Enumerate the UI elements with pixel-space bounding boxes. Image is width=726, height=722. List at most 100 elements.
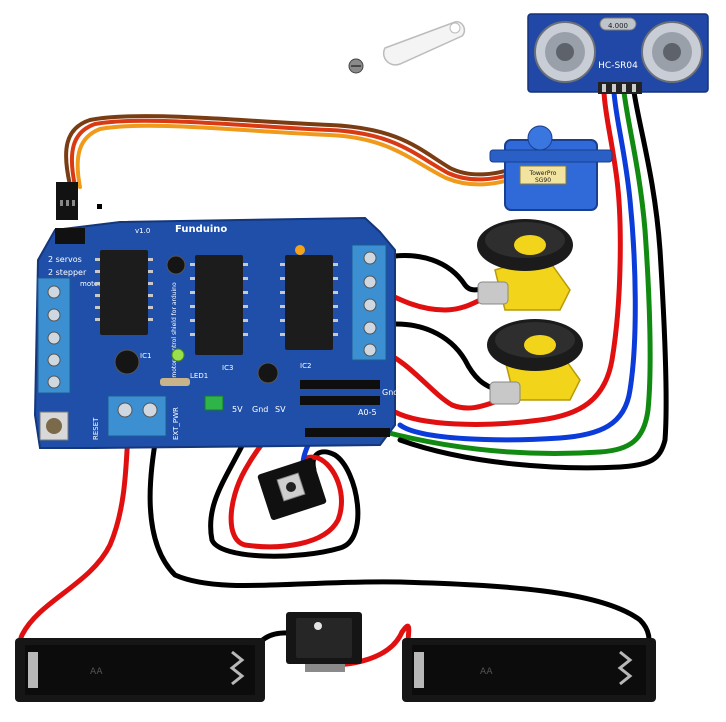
header-row-2 xyxy=(300,396,380,405)
ic-chip-1 xyxy=(100,250,148,335)
servo-mount-tabs xyxy=(489,149,613,163)
ultrasonic-sensor: 4.000 HC-SR04 xyxy=(527,13,709,94)
servo-cable-red xyxy=(69,118,517,188)
battery-holder-left: AA xyxy=(15,638,265,702)
servo-header xyxy=(55,228,85,244)
shield-brand: Funduino xyxy=(175,224,227,235)
terminal-screw xyxy=(363,275,377,289)
servo-motor: TowerPro SG90 xyxy=(489,125,613,211)
dc-motor-1 xyxy=(477,219,573,311)
gnd-label: Gnd xyxy=(382,388,398,397)
rocker-switch xyxy=(286,612,362,672)
terminal-screw xyxy=(47,285,61,299)
capacitor-1 xyxy=(114,349,140,375)
joystick-knob xyxy=(286,482,296,492)
ic-chip-3 xyxy=(285,255,333,350)
crystal-label: 4.000 xyxy=(608,22,628,30)
battery-label: AA xyxy=(480,667,493,677)
capacitor-2 xyxy=(166,255,186,275)
terminal-screw xyxy=(47,331,61,345)
connector-pin xyxy=(60,200,63,206)
ic-chip-2 xyxy=(195,255,243,355)
wheel-1-hub xyxy=(514,235,546,255)
ic1-label: IC1 xyxy=(140,352,151,360)
ic3-label: IC3 xyxy=(222,364,233,372)
switch-on-icon xyxy=(314,622,322,630)
sensor-wires xyxy=(317,89,669,471)
servo-model-label: SG90 xyxy=(535,177,551,184)
reset-label: RESET xyxy=(92,417,100,440)
sensor-pin-echo xyxy=(622,84,626,92)
servo-accessories xyxy=(348,21,466,74)
sensor-red-wire xyxy=(392,89,623,427)
motor1-red-wire xyxy=(377,287,488,313)
motor-can-1 xyxy=(477,281,509,305)
motor1-black-wire xyxy=(379,253,488,293)
battery-spring-icon xyxy=(229,650,245,686)
servo-brand-label: TowerPro xyxy=(529,170,557,177)
sensor-pin-vcc xyxy=(602,84,606,92)
battery-holder-well xyxy=(25,645,255,695)
capacitor-3 xyxy=(257,362,279,384)
battery-holder-well xyxy=(412,645,646,695)
sensor-pin-gnd xyxy=(632,84,636,92)
terminal-screw xyxy=(363,298,377,312)
pin-label-a0-5: A0-5 xyxy=(358,408,377,417)
terminal-screw xyxy=(363,321,377,335)
servo-horn-icon xyxy=(383,21,466,66)
caption-servos: 2 servos xyxy=(48,255,82,264)
servo-horn-hub xyxy=(449,22,461,34)
motor2-red-wire xyxy=(377,347,498,411)
sensor-pin-header xyxy=(598,82,642,94)
joystick-module xyxy=(257,457,327,521)
led-label: LED1 xyxy=(190,372,208,380)
battery-contact xyxy=(414,652,424,688)
transducer-core-right xyxy=(663,43,681,61)
pin-label-gnd: Gnd xyxy=(252,405,268,414)
battery-contact xyxy=(28,652,38,688)
resistor xyxy=(160,378,190,386)
loose-wire-end xyxy=(97,204,102,209)
led-icon xyxy=(171,348,185,362)
capacitor-4 xyxy=(295,245,305,255)
servo-cable-orange xyxy=(75,123,517,189)
connector-pin xyxy=(66,200,69,206)
motor-wires xyxy=(377,253,498,411)
ext-power-terminal xyxy=(107,395,167,437)
jumper-icon xyxy=(204,395,224,411)
pin-label-sv: SV xyxy=(275,405,286,414)
header-row-1 xyxy=(300,380,380,389)
joystick-red-wire xyxy=(228,409,344,550)
terminal-screw xyxy=(47,353,61,367)
servo-cable xyxy=(56,114,517,220)
reset-button-cap xyxy=(46,418,62,434)
sensor-blue-wire xyxy=(397,89,638,443)
ic-pins xyxy=(95,258,338,336)
servo-output-gear xyxy=(527,125,553,151)
sensor-green-wire xyxy=(317,89,653,457)
terminal-screw xyxy=(47,375,61,389)
caption-motor: motor xyxy=(80,280,101,288)
sensor-crystal xyxy=(599,17,637,31)
battery-label: AA xyxy=(90,667,103,677)
switch-terminals xyxy=(305,664,345,672)
wheel-2-hub xyxy=(524,335,556,355)
dc-motor-2 xyxy=(487,319,583,405)
pin-label-5v: 5V xyxy=(232,405,243,414)
motor-shield: Funduino v1.0 2 servos 2 stepper motor m… xyxy=(33,216,398,449)
header-row-3 xyxy=(305,428,390,437)
servo-sticker xyxy=(519,165,567,185)
ic2-label: IC2 xyxy=(300,362,311,370)
sensor-black-wire xyxy=(397,89,669,471)
ext-pwr-label: EXT_PWR xyxy=(172,407,180,440)
motor2-black-wire xyxy=(379,321,495,391)
servo-cable-brown xyxy=(64,114,517,187)
terminal-screw xyxy=(117,402,133,418)
sensor-model-label: HC-SR04 xyxy=(598,61,638,71)
terminal-screw xyxy=(47,308,61,322)
connector-pin xyxy=(72,200,75,206)
battery-black-wire xyxy=(147,429,652,653)
shield-version: v1.0 xyxy=(135,227,150,235)
battery-spring-icon xyxy=(617,650,633,686)
